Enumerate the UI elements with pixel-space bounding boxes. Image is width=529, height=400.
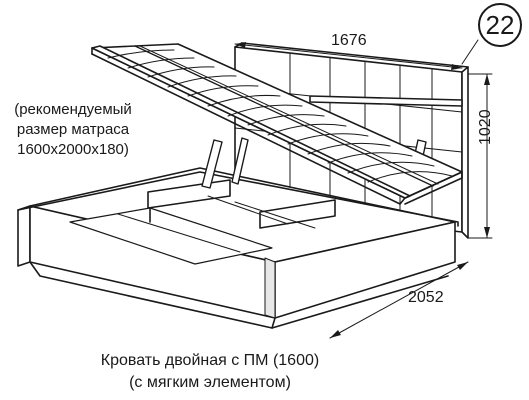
base-plinth: [29, 261, 449, 329]
bed-base: [17, 167, 459, 329]
mattress-note-line: (рекомендуемый: [14, 101, 132, 118]
mattress-note: (рекомендуемый размер матраса 1600х2000х…: [2, 100, 144, 160]
base-edge-strip: [264, 257, 276, 319]
badge-leader: [461, 39, 479, 65]
frame-slats: [107, 49, 453, 183]
height-dimension-label: 1020: [477, 109, 494, 145]
headboard-side: [461, 66, 469, 239]
product-caption: Кровать двойная с ПМ (1600) (с мягким эл…: [0, 350, 420, 394]
dimension-lines: [234, 39, 493, 339]
mattress-note-line: 1600х2000х180): [17, 141, 129, 158]
slatted-frame: [91, 43, 463, 205]
headboard-shelf: [309, 95, 463, 107]
width-dim-line: [234, 43, 463, 69]
length-dim-line: [329, 261, 469, 339]
caption-subtitle: (с мягким элементом): [129, 374, 291, 391]
figure-number-badge: 22: [478, 3, 522, 47]
width-dimension-label: 1676: [331, 32, 367, 49]
length-dimension-label: 2052: [408, 289, 444, 306]
caption-title: Кровать двойная с ПМ (1600): [100, 352, 320, 369]
base-left-side: [17, 205, 31, 267]
mattress-note-line: размер матраса: [16, 121, 130, 138]
